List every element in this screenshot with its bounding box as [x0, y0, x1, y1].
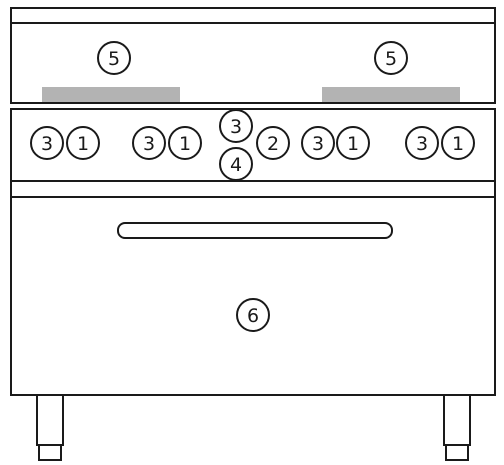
callout-center-top: 3: [219, 109, 253, 143]
callout-knob4-right: 1: [441, 126, 475, 160]
svg-text:6: 6: [247, 305, 259, 327]
grill-strip-left: [42, 87, 180, 103]
callout-knob2-right: 1: [168, 126, 202, 160]
foot-left: [38, 444, 62, 461]
svg-text:5: 5: [385, 48, 397, 70]
svg-text:3: 3: [230, 116, 242, 138]
callout-center-bottom: 4: [219, 147, 253, 181]
leg-left: [36, 394, 64, 446]
svg-text:4: 4: [230, 154, 242, 176]
svg-text:3: 3: [312, 133, 324, 155]
svg-text:1: 1: [179, 133, 191, 155]
control-panel-lower-strip: [10, 180, 496, 198]
svg-text:3: 3: [41, 133, 53, 155]
callout-knob1-left: 3: [30, 126, 64, 160]
callout-oven: 6: [236, 298, 270, 332]
foot-right: [445, 444, 469, 461]
svg-text:5: 5: [108, 48, 120, 70]
callout-top-right: 5: [374, 41, 408, 75]
svg-text:3: 3: [416, 133, 428, 155]
svg-text:3: 3: [143, 133, 155, 155]
callout-center-right: 2: [256, 126, 290, 160]
oven-handle: [117, 222, 393, 239]
top-rim: [10, 7, 496, 24]
callout-knob3-left: 3: [301, 126, 335, 160]
callout-knob4-left: 3: [405, 126, 439, 160]
svg-text:1: 1: [77, 133, 89, 155]
top-section: [10, 7, 496, 104]
svg-text:2: 2: [267, 133, 279, 155]
callout-knob1-right: 1: [66, 126, 100, 160]
oven-door: [10, 196, 496, 396]
legs: [36, 394, 471, 461]
leg-right: [443, 394, 471, 446]
callout-top-left: 5: [97, 41, 131, 75]
callout-knob2-left: 3: [132, 126, 166, 160]
oven: [10, 196, 496, 396]
svg-text:1: 1: [452, 133, 464, 155]
svg-text:1: 1: [347, 133, 359, 155]
grill-strip-right: [322, 87, 460, 103]
callout-knob3-right: 1: [336, 126, 370, 160]
